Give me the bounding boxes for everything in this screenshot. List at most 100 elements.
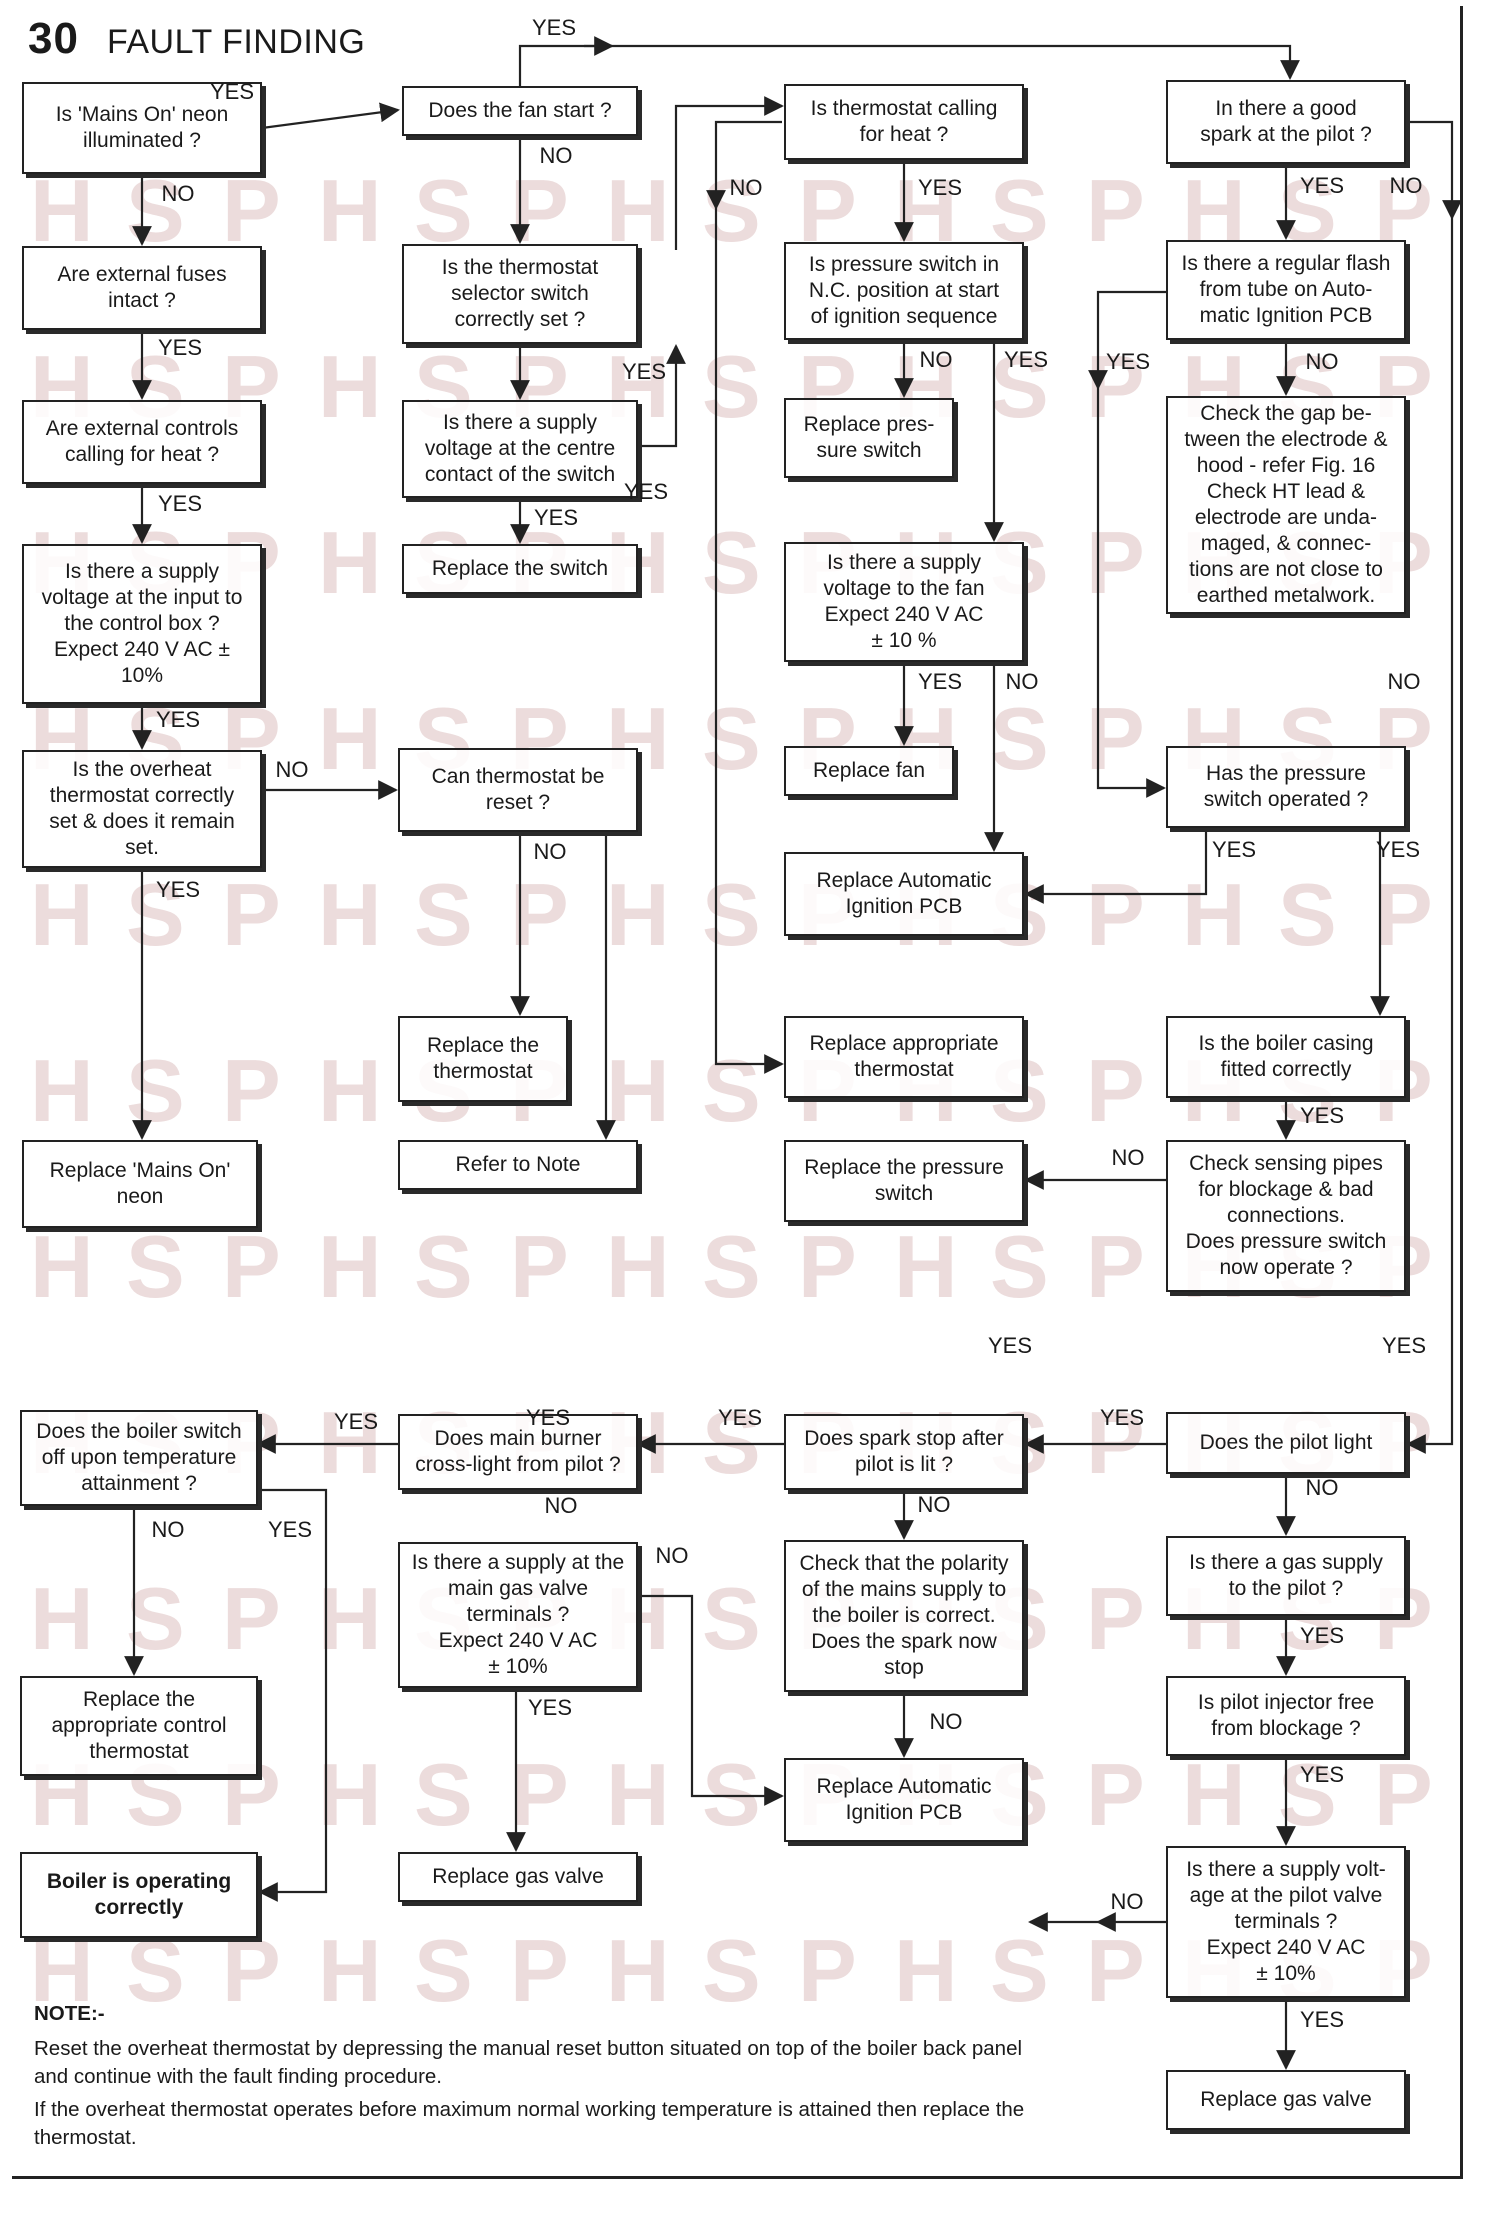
- watermark-letter: P: [1086, 1393, 1145, 1492]
- flow-node-spark-stop: Does spark stop after pilot is lit ?: [784, 1414, 1024, 1490]
- watermark-letter: P: [510, 1217, 569, 1316]
- branch-label: NO: [539, 143, 573, 168]
- watermark-letter: P: [510, 865, 569, 964]
- watermark-letter: S: [990, 1217, 1049, 1316]
- flow-node-main-burner: Does main burner cross-light from pilot …: [398, 1414, 638, 1490]
- branch-label: NO: [1389, 173, 1423, 198]
- flow-node-mains-on: Is 'Mains On' neon illuminated ?: [22, 82, 262, 174]
- section-title: FAULT FINDING: [106, 23, 366, 61]
- flow-node-good-spark: In there a good spark at the pilot ?: [1166, 80, 1406, 164]
- branch-label: YES: [1099, 1405, 1145, 1430]
- watermark-letter: H: [606, 1921, 670, 2020]
- branch-label: YES: [155, 707, 201, 732]
- branch-label: YES: [525, 1405, 571, 1430]
- branch-label: YES: [1003, 347, 1049, 372]
- flow-node-replace-fan: Replace fan: [784, 746, 954, 796]
- branch-label: NO: [655, 1543, 689, 1568]
- branch-label: YES: [917, 175, 963, 200]
- flow-node-regular-flash: Is there a regular flash from tube on Au…: [1166, 240, 1406, 340]
- flow-node-polarity: Check that the polarity of the mains sup…: [784, 1540, 1024, 1692]
- flow-node-supply-control-box: Is there a supply voltage at the input t…: [22, 544, 262, 704]
- flow-node-pilot-light: Does the pilot light: [1166, 1412, 1406, 1474]
- watermark-letter: H: [606, 1745, 670, 1844]
- watermark-letter: S: [126, 865, 185, 964]
- flow-node-pressure-nc: Is pressure switch in N.C. position at s…: [784, 242, 1024, 340]
- flow-node-supply-gas-valve: Is there a supply at the main gas valve …: [398, 1542, 638, 1688]
- watermark-letter: P: [222, 1217, 281, 1316]
- flow-node-replace-pcb-a: Replace Automatic Ignition PCB: [784, 852, 1024, 936]
- watermark-letter: P: [1086, 1921, 1145, 2020]
- branch-label: NO: [1387, 669, 1421, 694]
- flow-node-supply-pilot-valve: Is there a supply volt- age at the pilot…: [1166, 1846, 1406, 1998]
- watermark-letter: P: [510, 1921, 569, 2020]
- branch-label: YES: [1299, 1103, 1345, 1128]
- branch-label: NO: [1111, 1145, 1145, 1170]
- flow-node-fan-start: Does the fan start ?: [402, 86, 638, 136]
- branch-label: YES: [717, 1405, 763, 1430]
- branch-label: YES: [155, 877, 201, 902]
- flow-node-replace-gas-valve-b: Replace gas valve: [1166, 2070, 1406, 2130]
- watermark-letter: H: [318, 1921, 382, 2020]
- branch-label: YES: [1375, 837, 1421, 862]
- flow-node-pressure-operated: Has the pressure switch operated ?: [1166, 746, 1406, 828]
- flow-node-overheat: Is the overheat thermostat correctly set…: [22, 750, 262, 868]
- watermark-letter: P: [1086, 1569, 1145, 1668]
- branch-label: YES: [917, 669, 963, 694]
- flow-node-thermostat-calling: Is thermostat calling for heat ?: [784, 84, 1024, 160]
- watermark-letter: S: [414, 865, 473, 964]
- flow-node-gas-supply-pilot: Is there a gas supply to the pilot ?: [1166, 1536, 1406, 1616]
- note-block: NOTE:- Reset the overheat thermostat by …: [34, 2000, 1054, 2157]
- watermark-letter: H: [318, 513, 382, 612]
- watermark-letter: P: [1086, 513, 1145, 612]
- flow-node-replace-pressure-b: Replace the pressure switch: [784, 1140, 1024, 1222]
- watermark-letter: P: [510, 1745, 569, 1844]
- watermark-letter: H: [1182, 1745, 1246, 1844]
- watermark-letter: H: [318, 1745, 382, 1844]
- branch-label: YES: [1105, 349, 1151, 374]
- watermark-letter: S: [414, 1217, 473, 1316]
- flow-node-supply-centre: Is there a supply voltage at the centre …: [402, 400, 638, 498]
- watermark-letter: P: [1086, 161, 1145, 260]
- flow-node-thermostat-reset: Can thermostat be reset ?: [398, 748, 638, 832]
- branch-label: YES: [1299, 173, 1345, 198]
- watermark-letter: H: [30, 161, 94, 260]
- watermark-letter: S: [1278, 865, 1337, 964]
- watermark-letter: H: [30, 865, 94, 964]
- watermark-letter: H: [318, 1393, 382, 1492]
- section-number: 30: [28, 14, 79, 63]
- watermark-letter: H: [894, 1217, 958, 1316]
- watermark-letter: P: [798, 1217, 857, 1316]
- watermark-letter: P: [1374, 865, 1433, 964]
- branch-label: YES: [527, 1695, 573, 1720]
- watermark-letter: S: [414, 1745, 473, 1844]
- flow-node-selector-switch: Is the thermostat selector switch correc…: [402, 244, 638, 344]
- watermark-letter: H: [894, 1921, 958, 2020]
- branch-label: NO: [151, 1517, 185, 1542]
- branch-label: YES: [267, 1517, 313, 1542]
- branch-label: YES: [1299, 1623, 1345, 1648]
- watermark-letter: H: [1182, 865, 1246, 964]
- branch-label: YES: [157, 491, 203, 516]
- branch-label: YES: [621, 359, 667, 384]
- flow-node-ext-controls: Are external controls calling for heat ?: [22, 400, 262, 484]
- flow-node-replace-mains-on: Replace 'Mains On' neon: [22, 1140, 258, 1228]
- watermark-letter: P: [222, 1041, 281, 1140]
- flow-node-check-gap: Check the gap be- tween the electrode & …: [1166, 396, 1406, 614]
- watermark-letter: H: [606, 865, 670, 964]
- flow-node-ext-fuses: Are external fuses intact ?: [22, 246, 262, 330]
- flow-node-pilot-injector: Is pilot injector free from blockage ?: [1166, 1676, 1406, 1756]
- watermark-letter: P: [222, 1569, 281, 1668]
- flow-node-replace-switch: Replace the switch: [402, 544, 638, 594]
- watermark-letter: S: [702, 513, 761, 612]
- note-heading: NOTE:-: [34, 2002, 105, 2025]
- watermark-letter: H: [30, 1041, 94, 1140]
- section-header: 30 FAULT FINDING: [28, 14, 365, 74]
- watermark-letter: P: [1086, 1745, 1145, 1844]
- branch-label: YES: [209, 79, 255, 104]
- branch-label: YES: [1211, 837, 1257, 862]
- branch-label: NO: [929, 1709, 963, 1734]
- watermark-letter: S: [702, 865, 761, 964]
- watermark-letter: P: [222, 161, 281, 260]
- watermark-letter: H: [606, 161, 670, 260]
- flow-node-refer-note: Refer to Note: [398, 1140, 638, 1190]
